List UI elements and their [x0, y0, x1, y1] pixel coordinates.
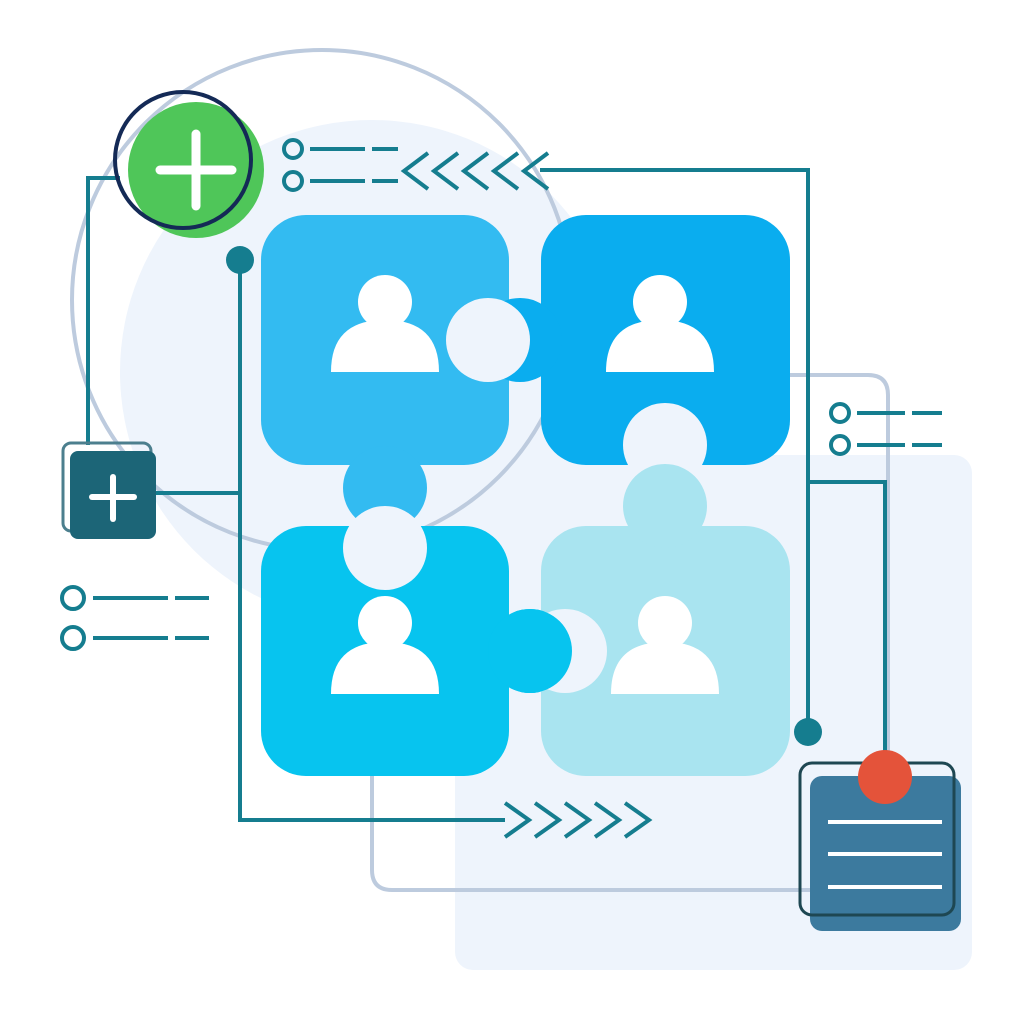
connector-dot-left: [226, 246, 254, 274]
connector-lines: [86, 168, 887, 822]
note-pin: [858, 750, 912, 804]
user-icon: [606, 275, 714, 372]
plus-square-icon: [61, 441, 156, 539]
chevrons-bottom: [503, 801, 653, 839]
connector-left: [86, 176, 120, 445]
notepad-icon: [798, 750, 961, 931]
puzzle-notch-top-left: [446, 298, 530, 382]
user-icon: [331, 275, 439, 372]
puzzle-notch-top-right: [623, 403, 707, 487]
connector-dot-right: [794, 718, 822, 746]
user-icon: [611, 596, 719, 694]
user-icon: [331, 596, 439, 694]
puzzle-knob-bottom-left: [488, 609, 572, 693]
list-decoration-right: [829, 402, 942, 456]
connector-bottom: [238, 260, 505, 822]
puzzle-notch-bottom-left: [343, 506, 427, 590]
chevrons-top: [400, 151, 550, 191]
list-decoration-left: [60, 585, 209, 651]
list-decoration-top: [282, 138, 398, 192]
connector-top: [540, 168, 810, 732]
connector-right: [808, 480, 887, 755]
plus-circle-icon: [113, 90, 264, 238]
